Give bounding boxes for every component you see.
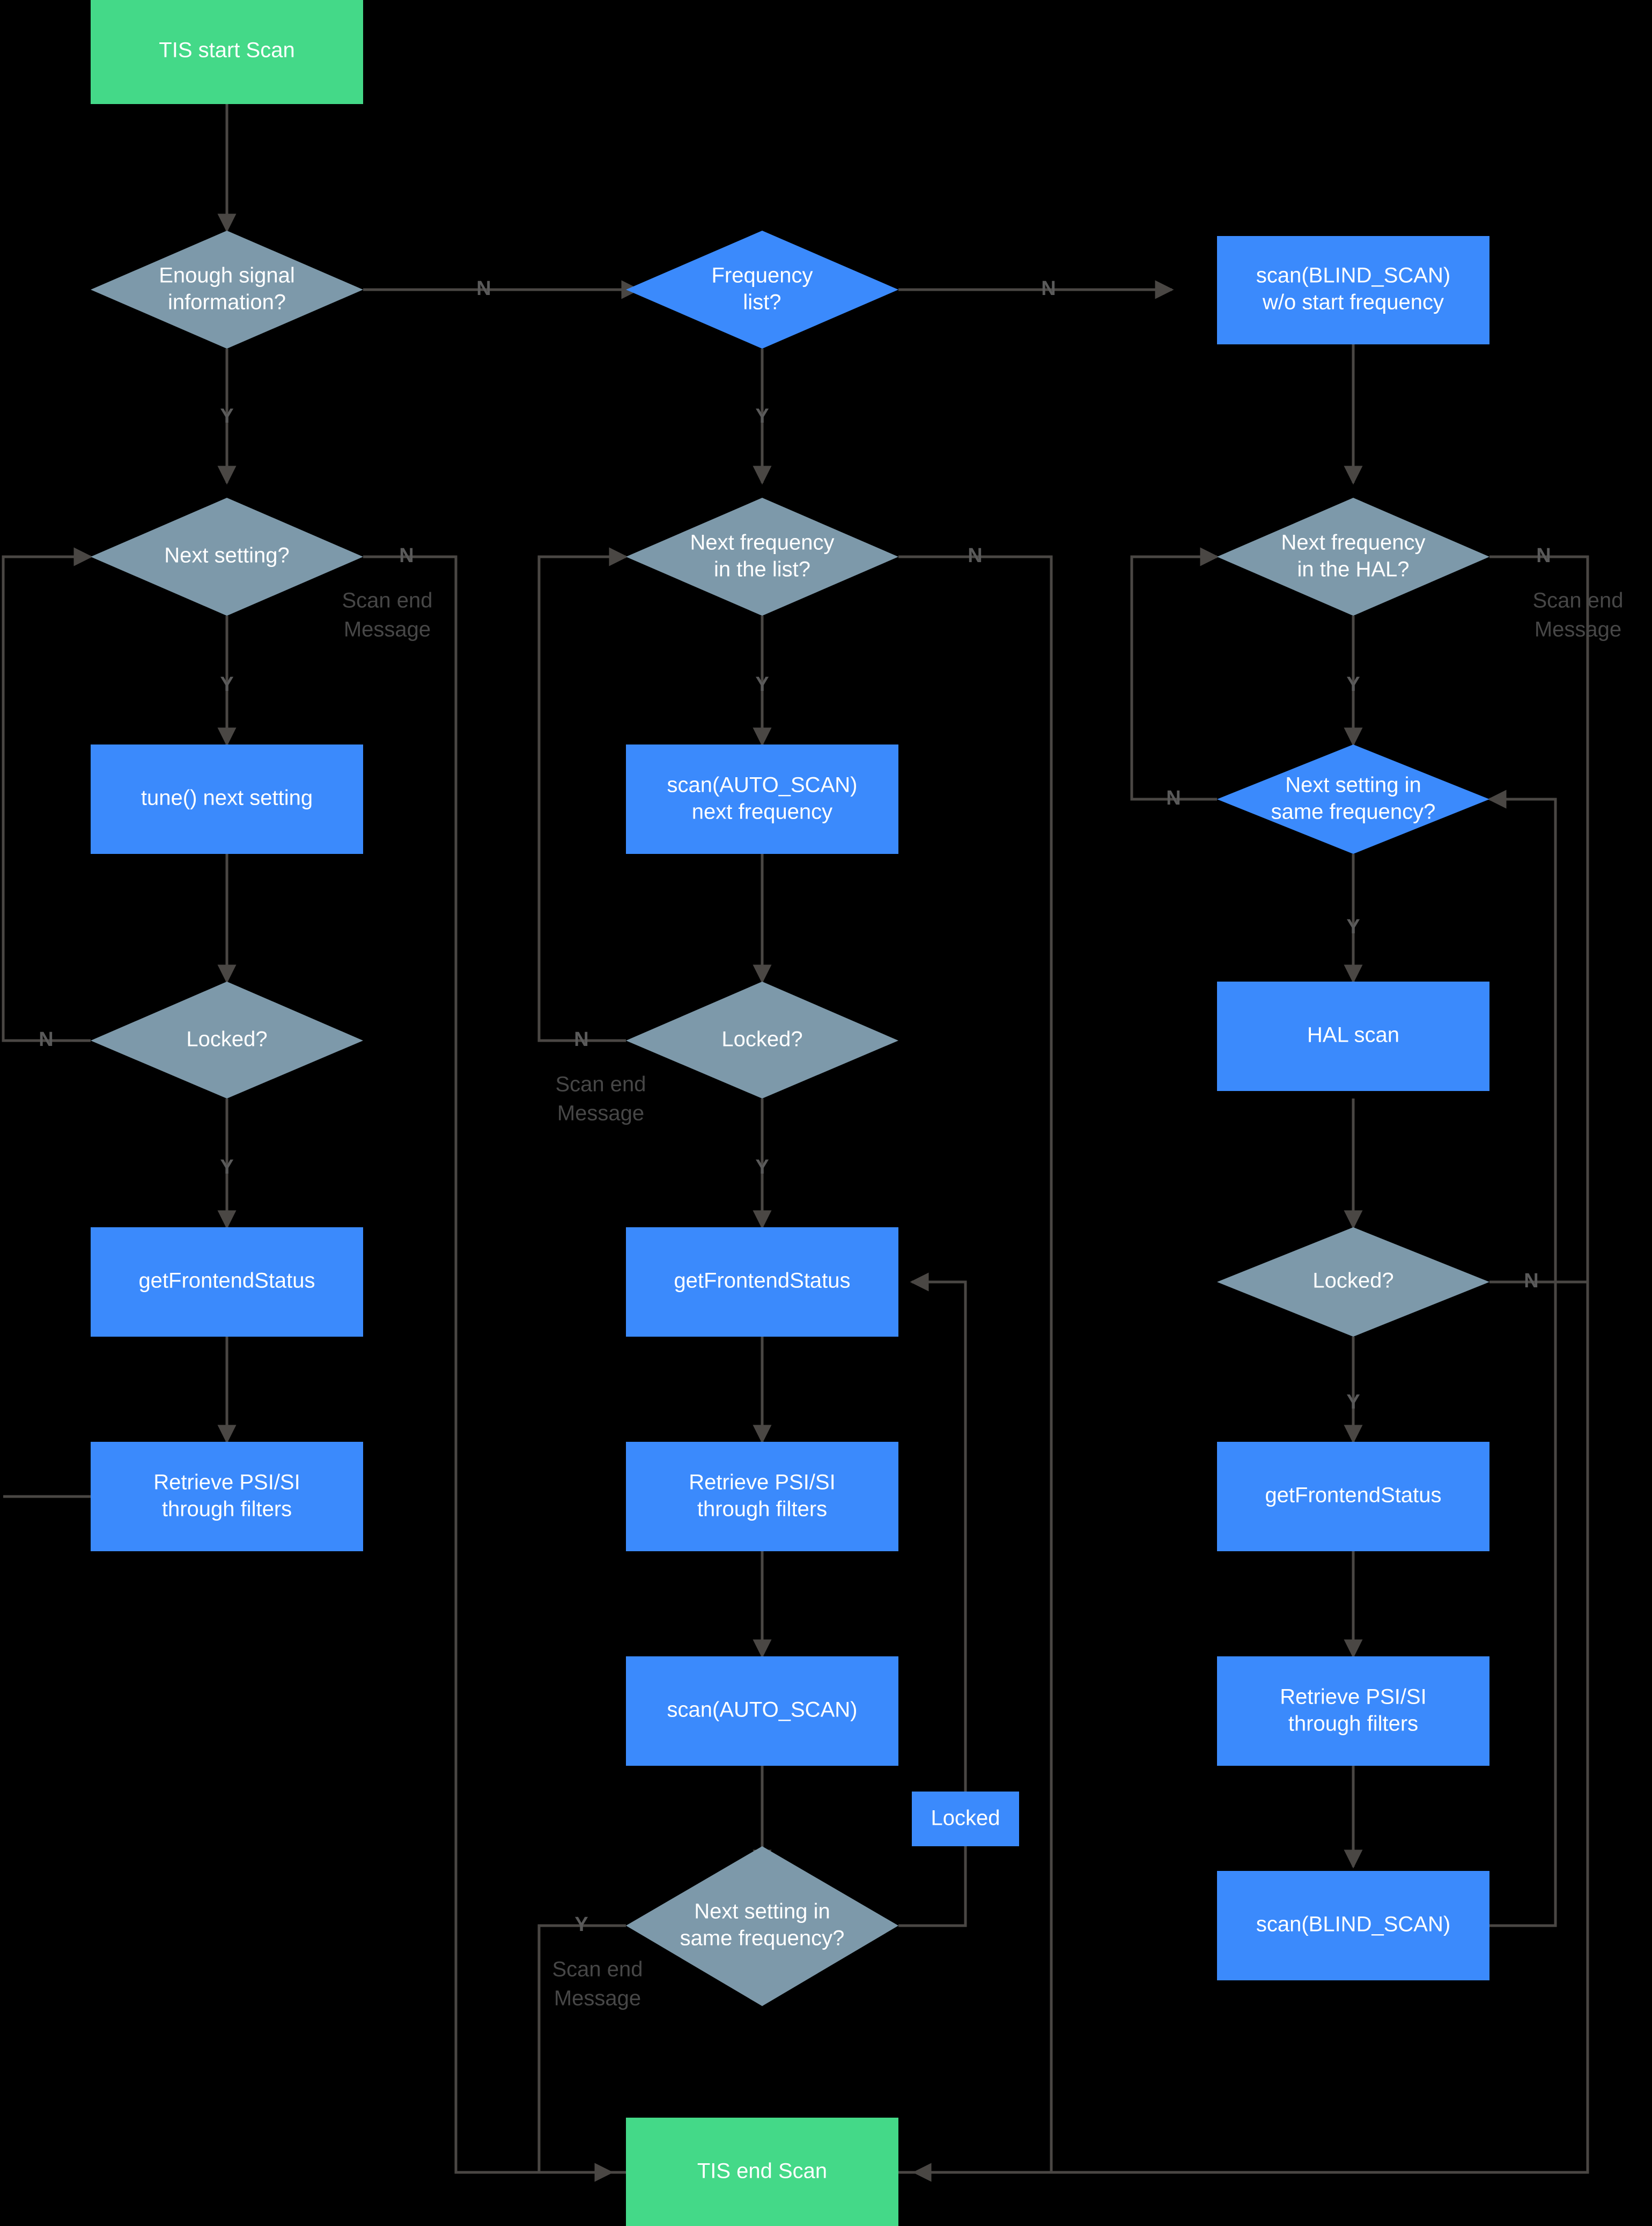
node-scan-auto-next-frequency-line2: next frequency (692, 800, 832, 824)
node-next-setting-same-frequency-middle[interactable]: Next setting in same frequency? (626, 1846, 898, 2006)
note-scan-end-bot-line2: Message (554, 1987, 641, 2010)
node-next-setting-label: Next setting? (164, 544, 289, 567)
node-next-frequency-list-line2: in the list? (714, 558, 810, 581)
node-next-setting-same-frequency-middle-line2: same frequency? (680, 1927, 845, 1950)
edge-nextsetsameR-N-loop (1130, 547, 1219, 801)
node-next-setting[interactable]: Next setting? (91, 498, 363, 616)
node-frequency-list[interactable]: Frequency list? (626, 231, 898, 349)
node-locked-right[interactable]: Locked? (1217, 1227, 1489, 1337)
node-blind-scan-no-start-line2: w/o start frequency (1262, 291, 1444, 314)
note-scan-end-mid-line1: Scan end (555, 1073, 646, 1096)
edge-label-nextsetsameR-N: N (1166, 787, 1181, 809)
node-locked-tag-label: Locked (931, 1807, 1000, 1830)
node-start-label: TIS start Scan (159, 39, 294, 62)
node-locked-tag[interactable]: Locked (912, 1792, 1019, 1846)
node-locked-left-label: Locked? (186, 1028, 267, 1051)
node-scan-blind-scan-label: scan(BLIND_SCAN) (1256, 1913, 1450, 1936)
note-scan-end-bot-line1: Scan end (552, 1958, 643, 1981)
edge-label-lockedR-N: N (1524, 1270, 1538, 1292)
node-scan-auto-scan[interactable]: scan(AUTO_SCAN) (626, 1656, 898, 1766)
note-scan-end-right-line2: Message (1535, 618, 1621, 642)
node-hal-scan-label: HAL scan (1307, 1023, 1399, 1047)
node-locked-middle-label: Locked? (721, 1028, 802, 1051)
node-enough-signal-line1: Enough signal (159, 264, 295, 288)
node-retrieve-psi-si-middle[interactable]: Retrieve PSI/SI through filters (626, 1442, 898, 1551)
node-start[interactable]: TIS start Scan (91, 0, 363, 104)
edges (2, 104, 1589, 2182)
node-blind-scan-no-start[interactable]: scan(BLIND_SCAN) w/o start frequency (1217, 236, 1489, 344)
edge-labels: N N Y Y N N N Y Y Y N Y N N Y Y Y N Y (39, 277, 1551, 1936)
edge-label-lockedL-Y: Y (220, 1156, 233, 1178)
node-hal-scan[interactable]: HAL scan (1217, 982, 1489, 1091)
node-blind-scan-no-start-line1: scan(BLIND_SCAN) (1256, 264, 1450, 288)
node-scan-auto-scan-label: scan(AUTO_SCAN) (667, 1698, 858, 1722)
node-retrieve-psi-si-right-line1: Retrieve PSI/SI (1280, 1685, 1426, 1709)
node-retrieve-psi-si-right-line2: through filters (1288, 1712, 1418, 1736)
node-tune-next-setting[interactable]: tune() next setting (91, 745, 363, 854)
node-next-setting-same-frequency-hal-line1: Next setting in (1285, 773, 1421, 797)
node-next-frequency-hal-line1: Next frequency (1281, 531, 1425, 555)
notes: Scan end Message Scan end Message Scan e… (342, 589, 1623, 2010)
note-scan-end-left-line1: Scan end (342, 589, 432, 613)
edge-lockedL-N-loop (2, 547, 93, 1042)
edge-label-enough-Y: Y (220, 405, 233, 427)
node-locked-left[interactable]: Locked? (91, 982, 363, 1099)
node-end[interactable]: TIS end Scan (626, 2118, 898, 2226)
edge-label-nextfreqhal-N: N (1536, 544, 1551, 567)
node-tune-next-setting-label: tune() next setting (141, 786, 313, 810)
edge-label-nextsetting-Y: Y (220, 673, 233, 696)
node-retrieve-psi-si-middle-line1: Retrieve PSI/SI (689, 1471, 835, 1494)
node-locked-right-label: Locked? (1312, 1269, 1393, 1293)
node-retrieve-psi-si-left[interactable]: Retrieve PSI/SI through filters (91, 1442, 363, 1551)
node-get-frontend-status-middle[interactable]: getFrontendStatus (626, 1227, 898, 1337)
node-frequency-list-line2: list? (743, 291, 781, 314)
edge-label-lockedL-N: N (39, 1028, 53, 1051)
node-get-frontend-status-right-label: getFrontendStatus (1265, 1484, 1441, 1507)
edge-label-freqlist-Y: Y (755, 405, 769, 427)
edge-label-nextsetting-N: N (399, 544, 414, 567)
node-next-frequency-hal-line2: in the HAL? (1297, 558, 1409, 581)
edge-label-nextfreqlist-Y: Y (755, 673, 769, 696)
node-end-label: TIS end Scan (697, 2159, 827, 2183)
edge-nextsettingL-N-to-end (363, 555, 614, 2182)
node-get-frontend-status-left[interactable]: getFrontendStatus (91, 1227, 363, 1337)
node-scan-auto-next-frequency-line1: scan(AUTO_SCAN) (667, 773, 858, 797)
node-next-setting-same-frequency-hal-line2: same frequency? (1271, 800, 1436, 824)
node-frequency-list-line1: Frequency (712, 264, 813, 288)
node-get-frontend-status-right[interactable]: getFrontendStatus (1217, 1442, 1489, 1551)
note-scan-end-left-line2: Message (344, 618, 431, 642)
node-scan-blind-scan[interactable]: scan(BLIND_SCAN) (1217, 1871, 1489, 1980)
edge-label-nextsetsameR-Y: Y (1346, 916, 1360, 938)
note-scan-end-right-line1: Scan end (1532, 589, 1623, 613)
node-next-frequency-list[interactable]: Next frequency in the list? (626, 498, 898, 616)
node-scan-auto-next-frequency[interactable]: scan(AUTO_SCAN) next frequency (626, 745, 898, 854)
edge-label-nextfreqlist-N: N (968, 544, 982, 567)
node-retrieve-psi-si-left-line2: through filters (162, 1498, 292, 1521)
edge-label-lockedM-Y: Y (755, 1156, 769, 1178)
node-next-frequency-hal[interactable]: Next frequency in the HAL? (1217, 498, 1489, 616)
note-scan-end-mid-line2: Message (557, 1102, 644, 1125)
edge-nextsetsameM-N-to-end (537, 1924, 626, 2182)
edge-label-nextfreqhal-Y: Y (1346, 673, 1360, 696)
edge-label-lockedM-N: N (574, 1028, 588, 1051)
node-next-frequency-list-line1: Next frequency (690, 531, 834, 555)
edge-label-nextsetsameM-N: Y (574, 1913, 588, 1936)
node-get-frontend-status-left-label: getFrontendStatus (138, 1269, 315, 1293)
edge-label-enough-N: N (476, 277, 491, 300)
edge-lockedM-N-loop (537, 547, 628, 1042)
edge-label-freqlist-N: N (1041, 277, 1056, 300)
node-enough-signal[interactable]: Enough signal information? (91, 231, 363, 349)
node-retrieve-psi-si-middle-line2: through filters (697, 1498, 827, 1521)
node-enough-signal-line2: information? (168, 291, 286, 314)
node-next-setting-same-frequency-hal[interactable]: Next setting in same frequency? (1217, 745, 1489, 854)
node-retrieve-psi-si-right[interactable]: Retrieve PSI/SI through filters (1217, 1656, 1489, 1766)
edge-label-lockedR-Y: Y (1346, 1391, 1360, 1413)
edge-nextfreqhal-N-to-end (912, 555, 1589, 2182)
node-get-frontend-status-middle-label: getFrontendStatus (674, 1269, 850, 1293)
node-locked-middle[interactable]: Locked? (626, 982, 898, 1099)
edge-nextsetsameM-Y-loop (898, 1272, 967, 1927)
node-retrieve-psi-si-left-line1: Retrieve PSI/SI (153, 1471, 300, 1494)
node-next-setting-same-frequency-middle-line1: Next setting in (694, 1900, 830, 1923)
